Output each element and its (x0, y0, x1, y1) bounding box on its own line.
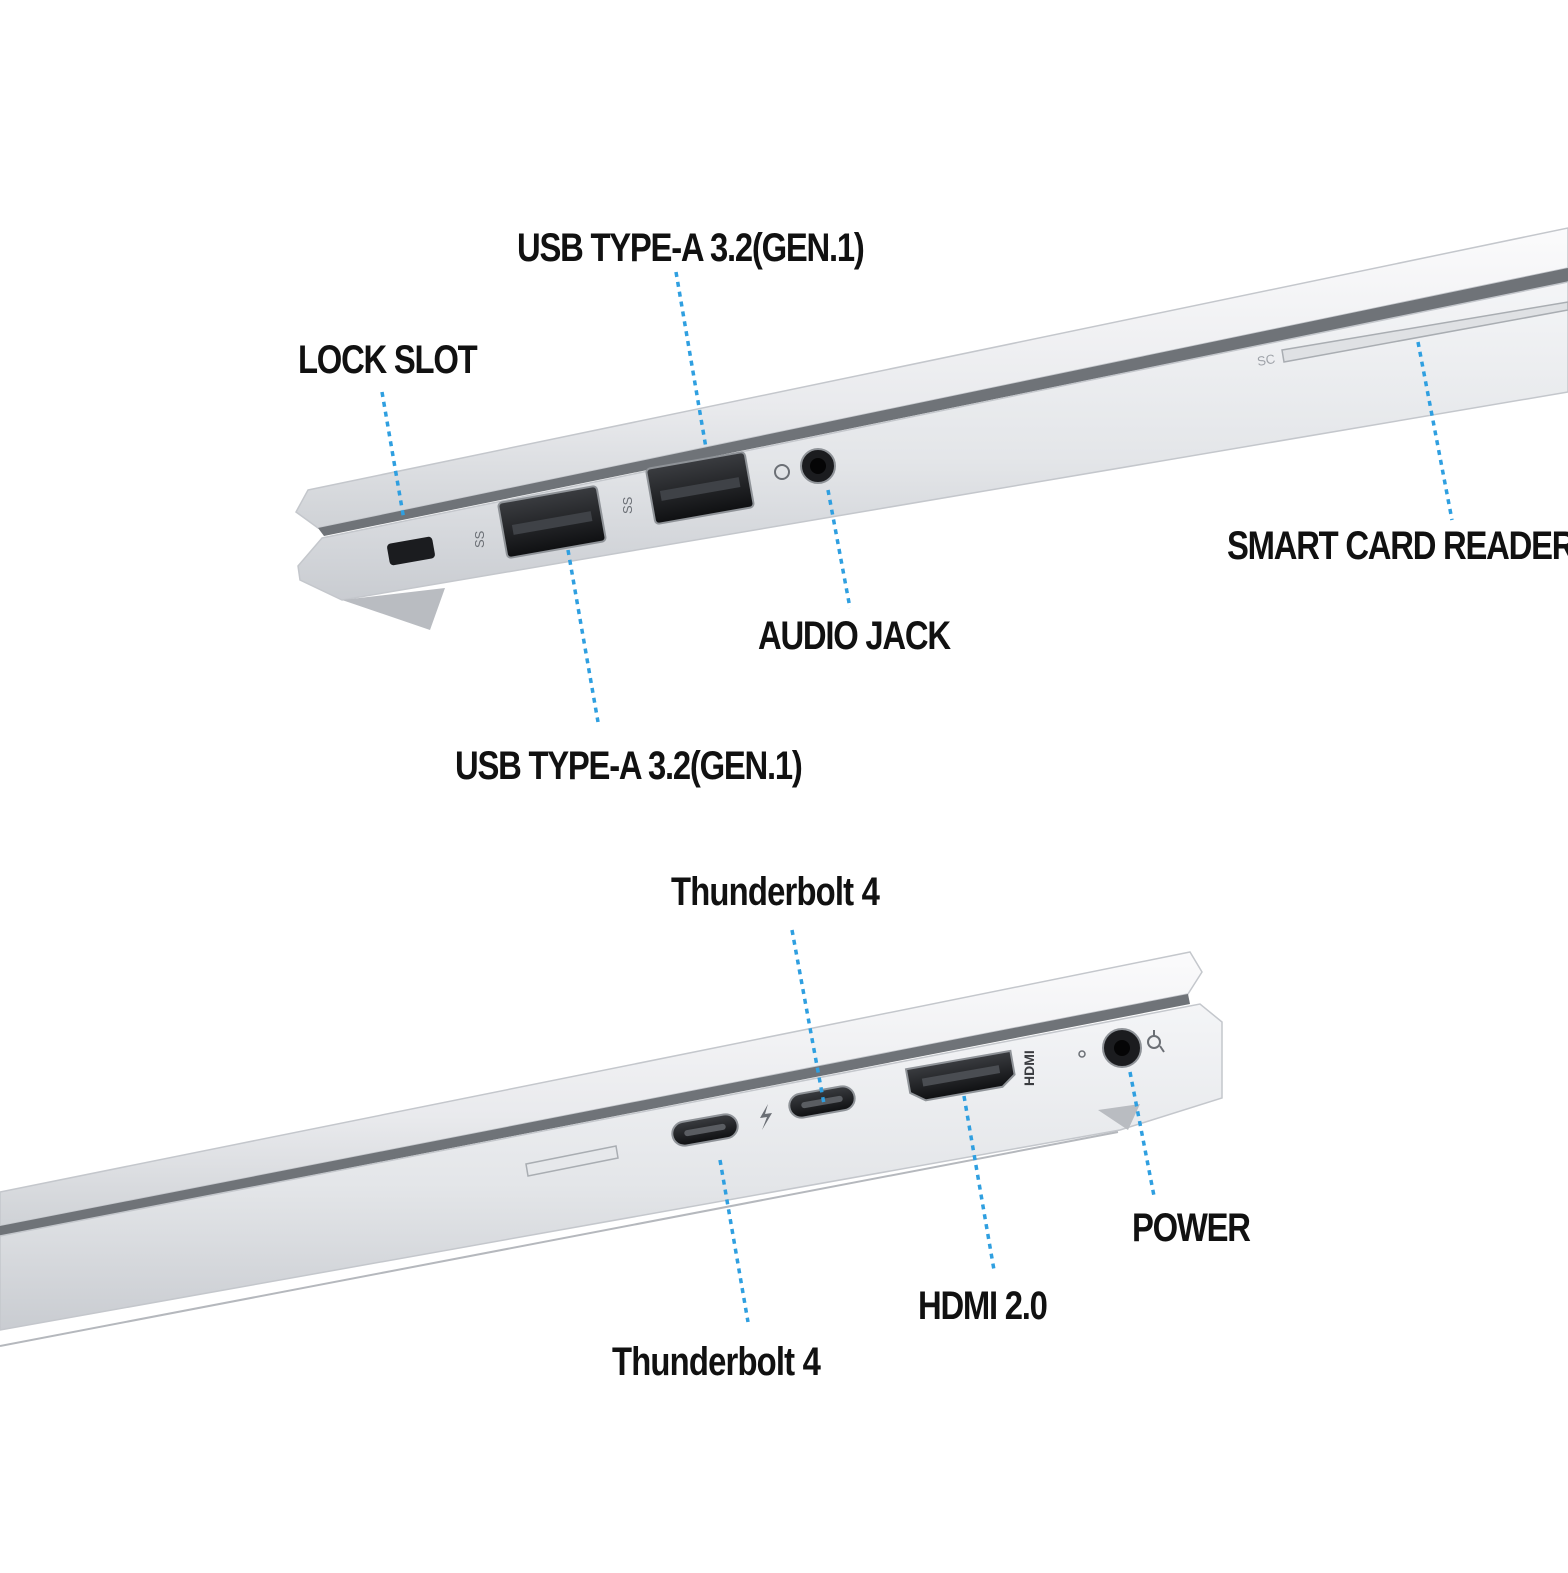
thunderbolt-icon (760, 1104, 772, 1130)
power-led (1078, 1050, 1086, 1058)
base-foot-bottom (1098, 1104, 1140, 1130)
usb-ss-icon: SS (472, 530, 487, 548)
lid-bottom (0, 951, 1203, 1227)
label-audio-jack: AUDIO JACK (758, 614, 951, 658)
usb-ss-icon: SS (620, 496, 635, 514)
label-usb-type-a-bottom: USB TYPE-A 3.2(GEN.1) (455, 744, 803, 788)
thunderbolt-port-1 (671, 1113, 739, 1147)
label-smart-card-reader: SMART CARD READER (1227, 524, 1568, 568)
hdmi-logo: HDMI (1021, 1050, 1037, 1086)
label-hdmi: HDMI 2.0 (918, 1284, 1048, 1328)
leader-power (1128, 1071, 1156, 1197)
usb-port-2 (645, 451, 755, 525)
label-power: POWER (1132, 1206, 1251, 1250)
label-lock-slot: LOCK SLOT (298, 338, 478, 382)
base-edge-line (0, 1131, 1119, 1347)
sc-marking: SC (1256, 351, 1276, 369)
leader-lock-slot (380, 391, 406, 521)
base-foot (342, 588, 445, 630)
leader-smart-card (1416, 341, 1454, 521)
label-thunderbolt-bottom: Thunderbolt 4 (612, 1340, 821, 1384)
power-plug-icon (1147, 1030, 1165, 1053)
leader-thunderbolt-bottom (718, 1159, 750, 1323)
leader-audio-jack (826, 489, 852, 609)
laptop-left-side: SC SS SS (295, 227, 1568, 630)
hdmi-port (904, 1049, 1016, 1102)
label-thunderbolt-top: Thunderbolt 4 (671, 870, 880, 914)
indicator-strip (525, 1145, 619, 1177)
laptop-right-side: HDMI (0, 951, 1223, 1347)
label-usb-type-a-top: USB TYPE-A 3.2(GEN.1) (517, 226, 865, 270)
lid-seam (318, 268, 1568, 536)
lock-slot-icon (387, 536, 435, 566)
usb-port-1 (497, 485, 607, 559)
smart-card-slot (1281, 301, 1568, 363)
lid-seam-bottom (0, 994, 1190, 1236)
leader-usb-bottom (566, 549, 600, 723)
headset-icon (774, 464, 790, 480)
leader-lines (380, 271, 1454, 1323)
